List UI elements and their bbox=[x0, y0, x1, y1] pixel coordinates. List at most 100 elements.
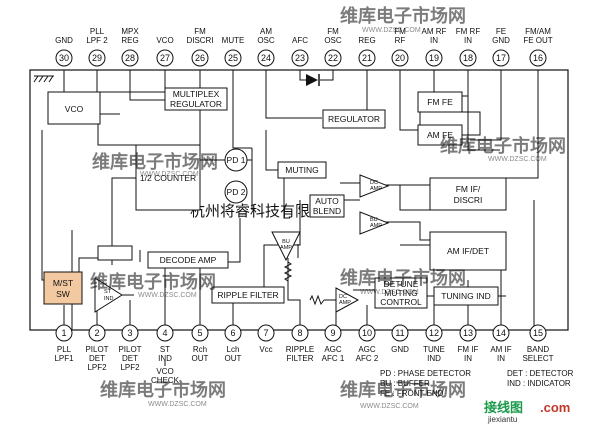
bottom-pins: 1PLLLPF12PILOTDETLPF23PILOTDETLPF24STIND… bbox=[54, 324, 554, 372]
bottom-pin-number: 14 bbox=[496, 328, 506, 338]
top-pin-label: IN bbox=[430, 36, 438, 45]
am-if-det-block bbox=[429, 231, 507, 271]
company-watermark: 杭州将睿科技有限公司 bbox=[190, 203, 340, 220]
st-ind-amp bbox=[94, 277, 123, 313]
bottom-pin-number: 4 bbox=[162, 328, 167, 338]
top-pin-number: 18 bbox=[463, 53, 473, 63]
muting-block bbox=[277, 161, 327, 179]
bu-amp-1-label-2: AMP bbox=[280, 245, 292, 251]
top-pin-label: OSC bbox=[257, 36, 275, 45]
top-pin-label: FM bbox=[327, 27, 339, 36]
bottom-pin-label: IND bbox=[158, 354, 172, 363]
detune-muting-block bbox=[374, 277, 428, 309]
am-fe-label: AM FE bbox=[427, 130, 453, 140]
legend-det: DET : DETECTOR bbox=[507, 369, 574, 378]
top-pin-number: 17 bbox=[496, 53, 506, 63]
multiplex-regulator-label-1: MULTIPLEX bbox=[173, 89, 220, 99]
bottom-pin-label: IN bbox=[497, 354, 505, 363]
bottom-pin-number: 9 bbox=[330, 328, 335, 338]
fm-fe-block bbox=[417, 91, 463, 113]
bu-amp-1 bbox=[271, 231, 301, 262]
watermark-brand-1: 维库电子市场网 bbox=[340, 5, 466, 26]
vco-check-label-2: CHECK bbox=[151, 376, 180, 385]
bu-amp-1-label-1: BU bbox=[282, 239, 290, 245]
watermark-brand-2: 维库电子市场网 bbox=[92, 151, 218, 172]
bottom-pin-label: RIPPLE bbox=[286, 345, 314, 354]
half-counter-label: 1/2 COUNTER bbox=[140, 173, 196, 183]
top-pin-label: FE OUT bbox=[523, 36, 552, 45]
top-pin-21: 21 REG bbox=[358, 36, 376, 67]
top-pin-label: FM RF bbox=[456, 27, 481, 36]
bottom-pin-number: 15 bbox=[533, 328, 543, 338]
mst-sw-label-2: SW bbox=[56, 289, 70, 299]
top-pin-number: 29 bbox=[92, 53, 102, 63]
watermark-domain-7: WWW.DZSC.COM bbox=[360, 403, 419, 410]
top-pin-number: 24 bbox=[261, 53, 271, 63]
fm-fe-label: FM FE bbox=[427, 97, 453, 107]
bottom-pin-label: AM IF bbox=[490, 345, 511, 354]
bottom-pin-label: OUT bbox=[192, 354, 209, 363]
auto-blend-label-1: AUTO bbox=[315, 196, 339, 206]
ripple-filter-label: RIPPLE FILTER bbox=[217, 290, 278, 300]
bottom-pin-label: PILOT bbox=[85, 345, 108, 354]
top-pin-label: AFC bbox=[292, 36, 308, 45]
st-ind-label-1: ST bbox=[104, 289, 112, 295]
mst-sw-label-1: M/ST bbox=[53, 278, 73, 288]
fm-if-discri-block bbox=[429, 177, 507, 211]
legend-fe: FE : FRONT END bbox=[380, 389, 444, 398]
watermark-domain-4: WWW.DZSC.COM bbox=[138, 292, 197, 299]
bottom-pin-label: AGC bbox=[358, 345, 376, 354]
bottom-pin-label: GND bbox=[391, 345, 409, 354]
bottom-pin-number: 8 bbox=[297, 328, 302, 338]
top-pin-label: AM bbox=[260, 27, 272, 36]
site-logo-cn: 接线图 bbox=[484, 400, 523, 415]
dc-amp-3-label-1: DC bbox=[339, 294, 347, 300]
bottom-pin-number: 2 bbox=[94, 328, 99, 338]
detune-label-3: CONTROL bbox=[380, 297, 422, 307]
top-pin-label: MUTE bbox=[222, 36, 245, 45]
dc-amp-1 bbox=[359, 174, 390, 198]
bottom-pin-label: AFC 2 bbox=[356, 354, 379, 363]
watermark-domain-6: WWW.DZSC.COM bbox=[148, 401, 207, 408]
watermark-domain-5: WWW.DZSC.COM bbox=[360, 289, 419, 296]
site-logo-com: .com bbox=[540, 400, 570, 415]
watermark-domain-3: WWW.DZSC.COM bbox=[488, 156, 547, 163]
bottom-pin-number: 11 bbox=[395, 328, 404, 338]
bottom-pin-label: LPF1 bbox=[54, 354, 74, 363]
pd2-block bbox=[224, 180, 248, 204]
am-if-label: AM IF/DET bbox=[447, 246, 489, 256]
bottom-pin-number: 1 bbox=[61, 328, 66, 338]
legend-pd: PD : PHASE DETECTOR bbox=[380, 369, 471, 378]
top-pin-number: 21 bbox=[362, 53, 372, 63]
resistor-agc bbox=[309, 294, 325, 306]
bottom-pin-label: IND bbox=[427, 354, 441, 363]
bottom-pin-number: 5 bbox=[197, 328, 202, 338]
top-pin-label: AM RF bbox=[422, 27, 447, 36]
decode-amp-label: DECODE AMP bbox=[160, 255, 217, 265]
bottom-pin-label: PLL bbox=[57, 345, 72, 354]
watermark-domain-1: WWW.DZSC.COM bbox=[362, 27, 421, 34]
top-pin-label: GND bbox=[492, 36, 510, 45]
dc-amp-1-label-2: AMP bbox=[370, 186, 382, 192]
pd1-block bbox=[224, 148, 248, 172]
top-pin-label: PLL bbox=[90, 27, 105, 36]
top-pin-label: REG bbox=[358, 36, 375, 45]
top-pin-number: 30 bbox=[59, 53, 69, 63]
bottom-pin-number: 10 bbox=[362, 328, 372, 338]
bottom-pin-label: IN bbox=[464, 354, 472, 363]
